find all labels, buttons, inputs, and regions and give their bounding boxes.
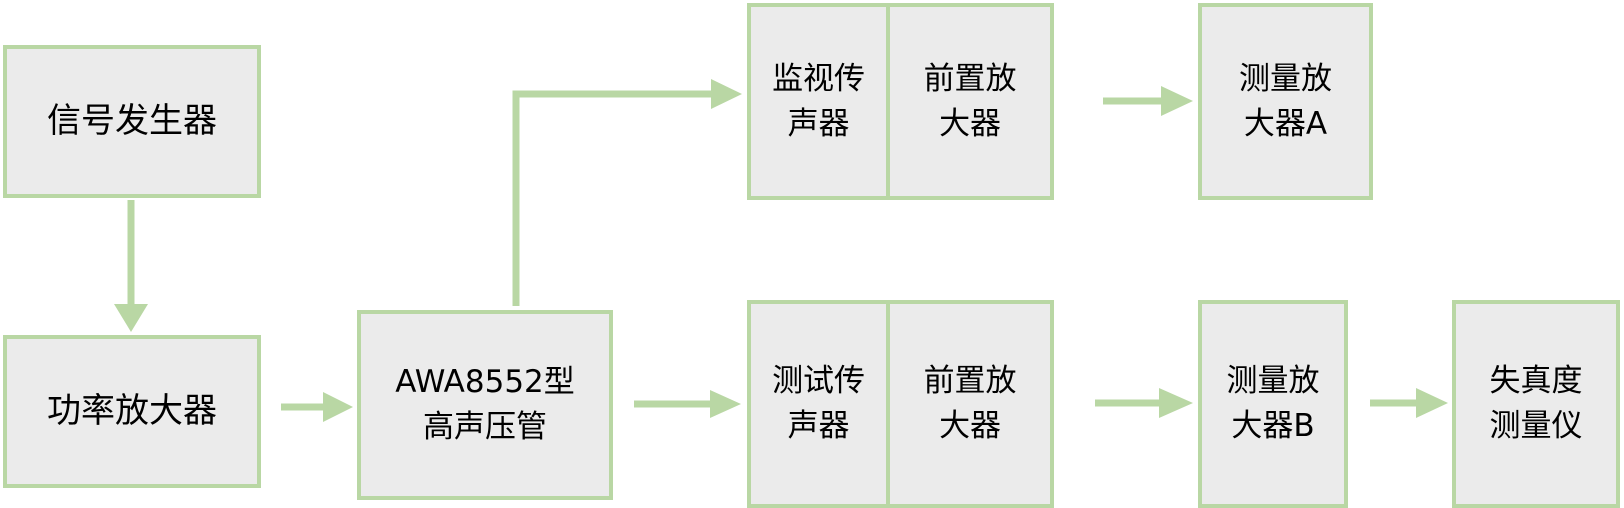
node-distortion-meter[interactable]: 失真度 测量仪 bbox=[1452, 300, 1620, 508]
node-signal-generator-label: 信号发生器 bbox=[47, 100, 217, 141]
connector-awa8552-to-test-microphone bbox=[634, 390, 741, 418]
node-power-amplifier[interactable]: 功率放大器 bbox=[3, 335, 261, 488]
node-preamplifier-bottom-label: 前置放 大器 bbox=[923, 363, 1017, 444]
node-preamplifier-top[interactable]: 前置放 大器 bbox=[886, 7, 1050, 196]
node-measurement-amplifier-b-label: 测量放 大器B bbox=[1226, 363, 1320, 444]
connector-measurement-amplifier-b-to-distortion-meter bbox=[1370, 388, 1448, 418]
node-test-microphone[interactable]: 测试传 声器 bbox=[751, 304, 886, 504]
node-signal-generator[interactable]: 信号发生器 bbox=[3, 45, 261, 198]
connector-preamp-bottom-to-measurement-amplifier-b bbox=[1095, 388, 1193, 418]
node-monitor-microphone[interactable]: 监视传 声器 bbox=[751, 7, 886, 196]
node-test-mic-preamp-group: 测试传 声器 前置放 大器 bbox=[747, 300, 1054, 508]
node-preamplifier-bottom[interactable]: 前置放 大器 bbox=[886, 304, 1050, 504]
node-measurement-amplifier-b[interactable]: 测量放 大器B bbox=[1198, 300, 1348, 508]
node-measurement-amplifier-a-label: 测量放 大器A bbox=[1239, 60, 1332, 142]
connector-signal-generator-to-power-amplifier bbox=[114, 200, 148, 332]
node-power-amplifier-label: 功率放大器 bbox=[47, 390, 217, 431]
node-test-microphone-label: 测试传 声器 bbox=[772, 363, 866, 444]
connector-preamp-top-to-measurement-amplifier-a bbox=[1103, 86, 1193, 116]
node-monitor-mic-preamp-group: 监视传 声器 前置放 大器 bbox=[747, 3, 1054, 200]
node-preamplifier-top-label: 前置放 大器 bbox=[923, 60, 1017, 142]
connector-power-amplifier-to-awa8552 bbox=[281, 392, 353, 422]
node-monitor-microphone-label: 监视传 声器 bbox=[772, 60, 866, 142]
node-awa8552-high-pressure-tube[interactable]: AWA8552型 高声压管 bbox=[357, 310, 613, 500]
node-distortion-meter-label: 失真度 测量仪 bbox=[1489, 363, 1583, 444]
node-measurement-amplifier-a[interactable]: 测量放 大器A bbox=[1198, 3, 1373, 200]
node-awa8552-label: AWA8552型 高声压管 bbox=[395, 364, 575, 445]
connector-awa8552-to-monitor-microphone bbox=[512, 79, 742, 306]
